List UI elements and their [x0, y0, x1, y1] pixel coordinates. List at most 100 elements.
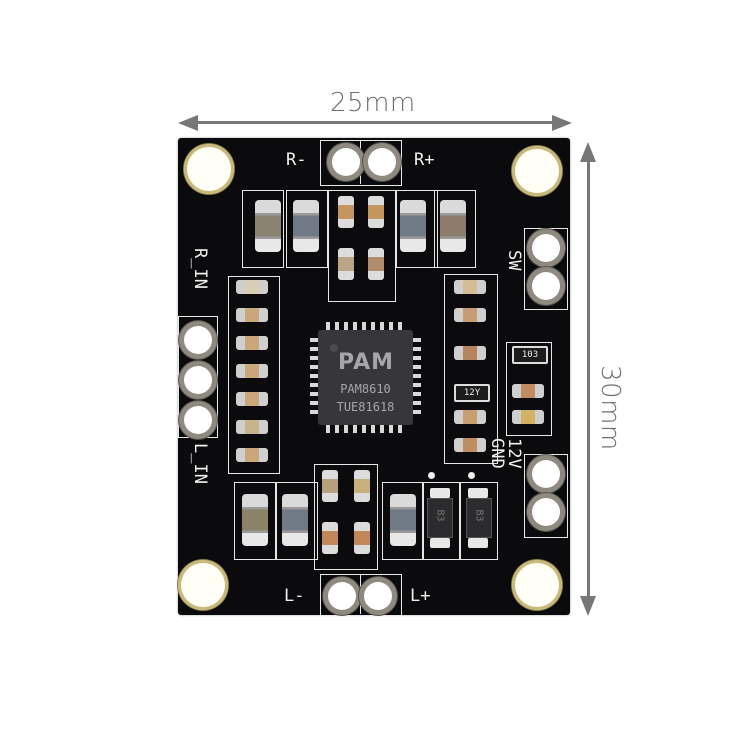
l-minus-pin — [328, 582, 356, 610]
smd-capacitor — [454, 346, 486, 360]
diode-lead — [430, 538, 450, 548]
component-outline — [422, 482, 460, 560]
component-outline — [434, 190, 476, 268]
resistor-12y: 12Y — [454, 384, 490, 402]
sw-pin-1 — [532, 234, 560, 262]
silk-divider — [360, 574, 361, 614]
arrow-down-icon — [580, 596, 596, 616]
l-output-header-outline — [320, 574, 402, 616]
r-output-header-outline — [320, 140, 402, 186]
diode-lead — [430, 488, 450, 498]
l-minus-label: L- — [284, 586, 305, 606]
component-outline — [444, 274, 498, 464]
smd-capacitor — [322, 470, 338, 502]
sw-label: SW — [504, 250, 524, 271]
power-header-outline — [524, 454, 568, 538]
power-label: 12V GND — [487, 438, 524, 469]
capacitor — [293, 200, 319, 252]
l-plus-label: L+ — [410, 586, 431, 606]
smd-capacitor — [236, 364, 268, 378]
capacitor — [390, 494, 416, 546]
sw-pin-2 — [532, 272, 560, 300]
input-header-outline — [178, 316, 218, 438]
diode-lead — [468, 538, 488, 548]
gnd-in-pin — [184, 366, 212, 394]
polarity-dot — [428, 472, 435, 479]
pcb-board: R- R+ R_IN L_IN 12Y 103 SW 12V GND — [178, 138, 570, 616]
chip-pins-bottom — [326, 425, 406, 433]
resistor-103: 103 — [512, 346, 548, 364]
chip-pins-right — [413, 338, 421, 418]
diode-b3 — [466, 498, 492, 538]
diode-marking: B3 — [473, 509, 485, 522]
mounting-hole-bottom-left — [178, 560, 228, 610]
l-in-pin — [184, 406, 212, 434]
smd-capacitor — [322, 522, 338, 554]
sw-header-outline — [524, 228, 568, 310]
width-dimension-arrow — [190, 121, 558, 124]
smd-capacitor — [236, 308, 268, 322]
component-outline — [396, 190, 438, 268]
r-plus-label: R+ — [414, 150, 435, 170]
r-in-pin — [184, 326, 212, 354]
pam8610-chip: PAM PAM8610 TUE81618 — [318, 330, 413, 425]
silk-divider — [360, 140, 361, 184]
chip-part-number: PAM8610 — [340, 382, 391, 396]
smd-capacitor — [338, 248, 354, 280]
diode-lead — [468, 488, 488, 498]
capacitor — [400, 200, 426, 252]
polarity-dot — [468, 472, 475, 479]
smd-capacitor — [454, 438, 486, 452]
smd-capacitor — [236, 392, 268, 406]
component-outline — [242, 190, 284, 268]
smd-capacitor — [354, 522, 370, 554]
smd-capacitor — [454, 280, 486, 294]
l-plus-pin — [364, 582, 392, 610]
width-dimension-label: 25mm — [330, 88, 416, 118]
component-outline — [276, 482, 318, 560]
component-outline — [506, 342, 552, 436]
height-dimension-arrow — [587, 156, 590, 600]
smd-capacitor — [338, 196, 354, 228]
capacitor — [440, 200, 466, 252]
component-outline — [228, 276, 280, 474]
smd-capacitor — [512, 384, 544, 398]
smd-capacitor — [354, 470, 370, 502]
smd-capacitor — [454, 410, 486, 424]
l-in-label: L_IN — [190, 443, 210, 484]
arrow-up-icon — [580, 142, 596, 162]
chip-pins-left — [310, 338, 318, 418]
arrow-right-icon — [552, 115, 572, 131]
diode-marking: B3 — [434, 509, 446, 522]
component-outline — [328, 190, 396, 302]
component-outline — [234, 482, 276, 560]
chip-logo: PAM — [338, 350, 395, 375]
smd-capacitor — [236, 280, 268, 294]
smd-capacitor — [368, 248, 384, 280]
r-minus-pin — [332, 148, 360, 176]
smd-capacitor — [368, 196, 384, 228]
smd-capacitor — [512, 410, 544, 424]
r-in-label: R_IN — [190, 248, 210, 289]
chip-pin1-dot — [330, 344, 338, 352]
r-minus-label: R- — [286, 150, 307, 170]
mounting-hole-top-left — [184, 144, 234, 194]
component-outline — [460, 482, 498, 560]
arrow-left-icon — [178, 115, 198, 131]
capacitor — [282, 494, 308, 546]
smd-capacitor — [236, 420, 268, 434]
12v-power-pin — [532, 498, 560, 526]
component-outline — [382, 482, 424, 560]
chip-pins-top — [326, 322, 406, 330]
capacitor — [255, 200, 281, 252]
component-outline — [286, 190, 328, 268]
component-outline — [314, 464, 378, 570]
smd-capacitor — [236, 336, 268, 350]
gnd-power-pin — [532, 460, 560, 488]
mounting-hole-bottom-right — [512, 560, 562, 610]
r-plus-pin — [368, 148, 396, 176]
diode-b3 — [427, 498, 453, 538]
chip-lot-code: TUE81618 — [336, 400, 395, 414]
capacitor — [242, 494, 268, 546]
height-dimension-label: 30mm — [595, 365, 625, 451]
